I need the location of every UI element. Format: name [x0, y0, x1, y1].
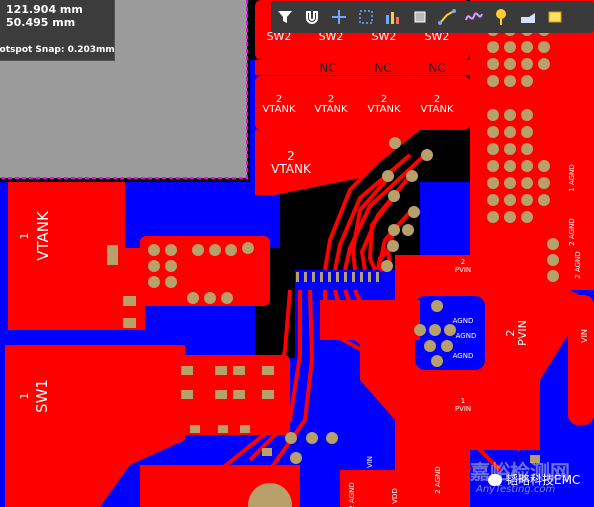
brand-label: 韬略科技EMC: [506, 473, 581, 487]
rect-icon[interactable]: [541, 3, 568, 31]
label-agnd: AGND: [456, 332, 477, 340]
pad-number: 2: [328, 94, 334, 105]
pin-icon[interactable]: [487, 3, 514, 31]
ic-pins: [296, 272, 379, 282]
label-agnd: 1 AGND: [568, 164, 576, 191]
pad-vin-right[interactable]: [568, 295, 594, 425]
magnet-icon[interactable]: [298, 3, 325, 31]
label-vtank: VTANK: [314, 104, 347, 115]
via-array-right: [487, 24, 559, 282]
filter-icon[interactable]: [271, 3, 298, 31]
label-agnd: 2 AGND: [434, 466, 442, 493]
wechat-icon: [488, 473, 502, 486]
label-nc-1: NC: [319, 61, 336, 75]
through-hole-pad: [248, 483, 292, 507]
coordinate-hud: 121.904 mm 50.495 mm Hotspot Snap: 0.203…: [0, 0, 115, 61]
label-pvin-big: PVIN: [516, 320, 529, 346]
pad-nc-strip: [255, 60, 470, 75]
signal-traces: [218, 141, 522, 507]
snap-readout: Hotspot Snap: 0.203mm: [0, 45, 115, 55]
label-agnd: 2 AGND: [348, 482, 356, 507]
pad-number: 1: [461, 397, 465, 405]
label-sw1: SW1: [33, 379, 51, 413]
pad-number: 2: [276, 94, 282, 105]
select-rect-icon[interactable]: [352, 3, 379, 31]
pad-vtank-left[interactable]: [8, 182, 145, 330]
agnd-pads: [414, 300, 456, 367]
label-nc-2: NC: [374, 61, 391, 75]
wave-icon[interactable]: [460, 3, 487, 31]
route-icon[interactable]: [433, 3, 460, 31]
pad-number: 1: [18, 393, 31, 400]
pad-number: 2: [287, 149, 295, 163]
label-vin: VIN: [366, 456, 374, 468]
label-vtank-left: VTANK: [34, 210, 52, 261]
via-left-cluster: [148, 242, 338, 464]
component-outline: [0, 0, 248, 179]
x-coordinate: 121.904 mm: [6, 3, 83, 16]
label-agnd: AGND: [453, 317, 474, 325]
label-agnd: AGND: [453, 352, 474, 360]
pad-number: 2: [434, 94, 440, 105]
label-nc-3: NC: [428, 61, 445, 75]
watermark-cn: 嘉峪检测网: [470, 460, 570, 484]
crosshair-icon[interactable]: [325, 3, 352, 31]
pad-number: 2: [461, 258, 465, 266]
brand-badge: 韬略科技EMC: [488, 471, 580, 488]
label-vtank-mid: VTANK: [271, 162, 312, 176]
label-pvin-bottom: PVIN: [455, 405, 471, 413]
pad-number: 2: [381, 94, 387, 105]
bar-chart-icon[interactable]: [379, 3, 406, 31]
label-agnd: 2 AGND: [574, 251, 582, 278]
label-vtank: VTANK: [262, 104, 295, 115]
polygon-icon[interactable]: [514, 3, 541, 31]
component-icon[interactable]: [406, 3, 433, 31]
label-pvin-top: PVIN: [455, 266, 471, 274]
label-vtank: VTANK: [420, 104, 453, 115]
smd-pads: [107, 245, 540, 463]
pad-number: 2: [504, 330, 517, 337]
y-coordinate: 50.495 mm: [6, 16, 76, 29]
pad-vtank-row[interactable]: [255, 76, 470, 130]
pad-sw1[interactable]: [5, 345, 185, 507]
label-sw2-3: SW2: [372, 30, 397, 43]
label-sw2-4: SW2: [425, 30, 450, 43]
pad-vtank-mid[interactable]: [255, 130, 420, 195]
label-agnd: 2 AGND: [568, 218, 576, 245]
watermark-en: AnyTesting.com: [476, 484, 556, 495]
pad-number: 1: [18, 233, 31, 240]
label-sw2-1: SW2: [267, 30, 292, 43]
label-sw2-2: SW2: [319, 30, 344, 43]
active-bar-toolbar: [271, 1, 594, 33]
via-fanout: [381, 137, 433, 272]
label-vdd: VDD: [391, 488, 399, 504]
label-vin-right: VIN: [580, 329, 589, 343]
label-vtank: VTANK: [367, 104, 400, 115]
